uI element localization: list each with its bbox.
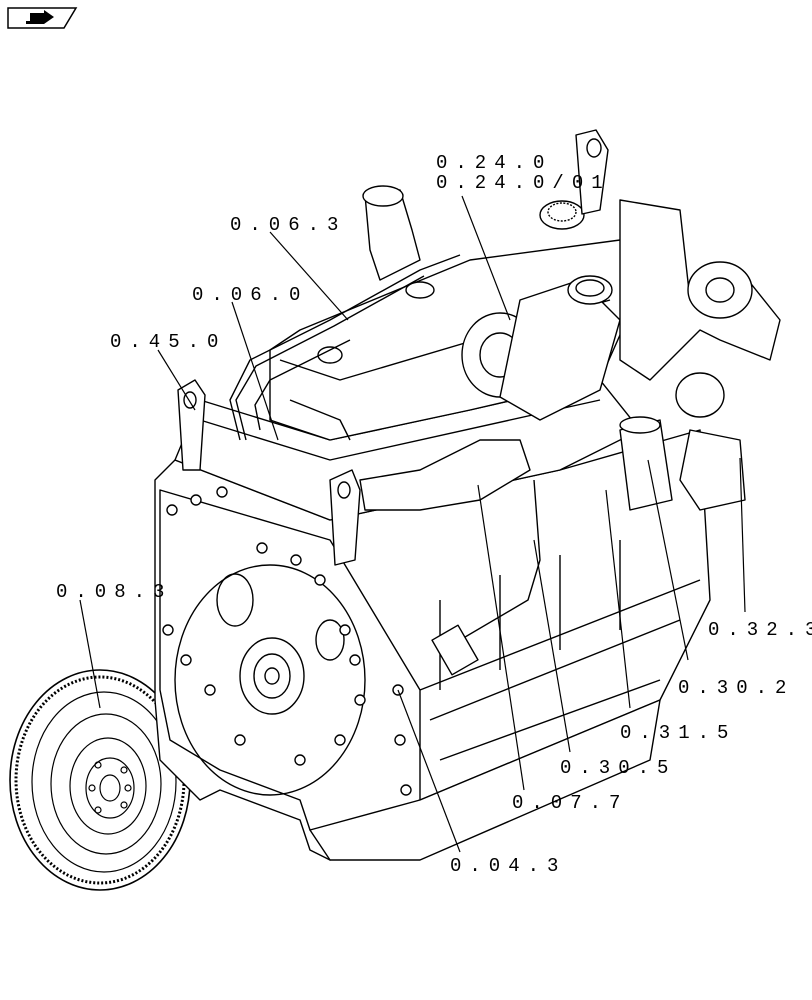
callout-006-3: 0.06.3 xyxy=(230,214,346,236)
flywheel-illustration xyxy=(9,669,191,891)
callout-007-7: 0.07.7 xyxy=(512,792,628,814)
callout-024-0-01: 0.24.0/01 xyxy=(436,172,611,194)
callout-labels: 0.24.0 0.24.0/01 0.06.3 0.06.0 0.45.0 0.… xyxy=(56,152,812,877)
callout-030-2: 0.30.2 xyxy=(678,677,794,699)
engine-block-illustration xyxy=(154,129,781,861)
callout-045-0: 0.45.0 xyxy=(110,331,226,353)
callout-006-0: 0.06.0 xyxy=(192,284,308,306)
back-navigation-button[interactable] xyxy=(6,6,78,30)
callout-030-5: 0.30.5 xyxy=(560,757,676,779)
callout-032-3: 0.32.3 xyxy=(708,619,812,641)
callout-024-0: 0.24.0 xyxy=(436,152,552,174)
callout-031-5: 0.31.5 xyxy=(620,722,736,744)
callout-008-3: 0.08.3 xyxy=(56,581,172,603)
back-arrow-icon xyxy=(26,10,54,24)
callout-004-3: 0.04.3 xyxy=(450,855,566,877)
callout-leader-lines xyxy=(79,195,746,853)
